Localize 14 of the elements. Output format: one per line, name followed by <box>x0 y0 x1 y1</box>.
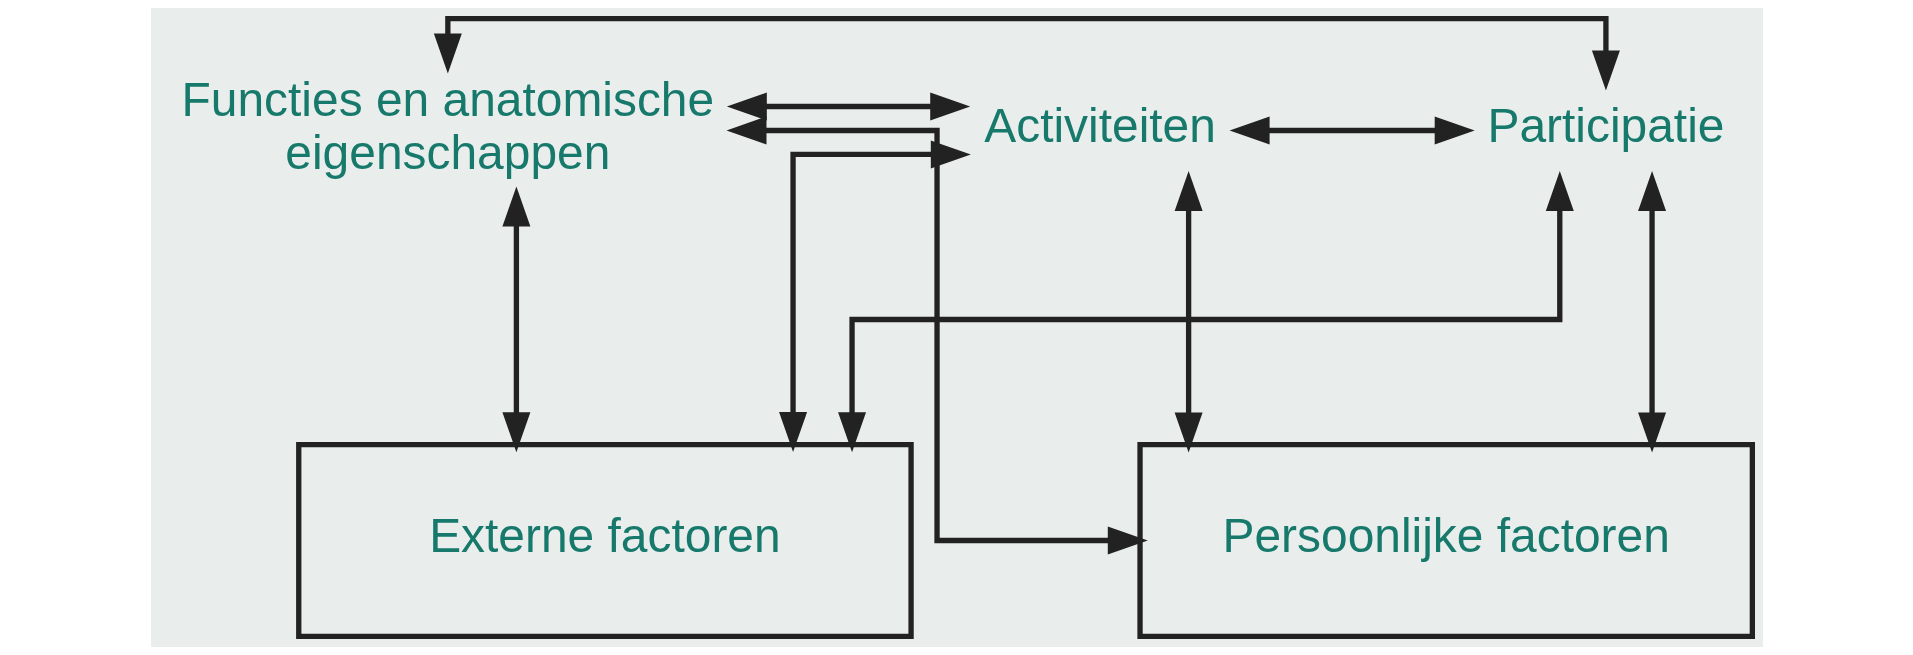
arrow <box>433 16 1620 91</box>
arrow <box>1174 171 1203 453</box>
arrow <box>501 186 530 453</box>
arrow <box>1637 171 1666 453</box>
arrow <box>1229 116 1475 145</box>
node-text: Activiteiten <box>983 99 1216 153</box>
arrow <box>726 116 1148 555</box>
arrow <box>778 140 971 453</box>
arrow <box>726 92 970 121</box>
node-box: Externe factoren <box>295 441 914 639</box>
node-text: Functies en anatomische eigenschappen <box>181 72 714 179</box>
node-text: Participatie <box>1486 99 1724 153</box>
node-box: Persoonlijke factoren <box>1136 441 1755 639</box>
arrow <box>837 171 1574 453</box>
